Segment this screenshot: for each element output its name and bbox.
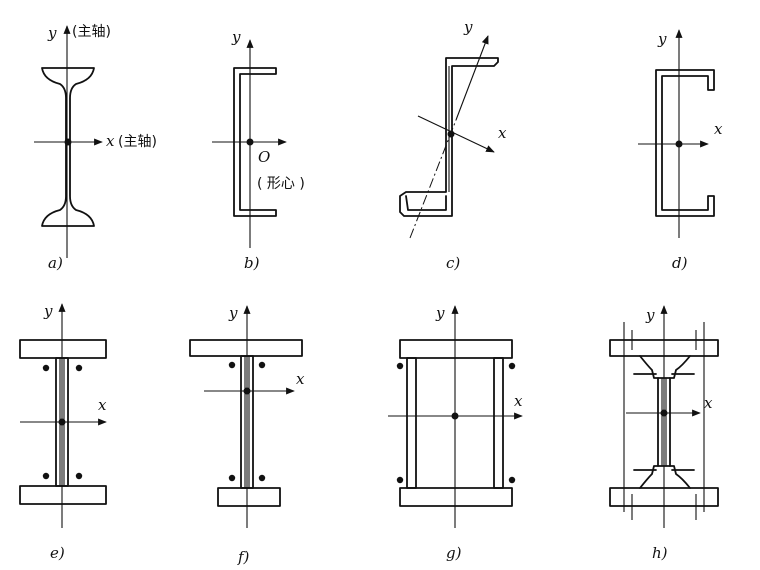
caption-c: c) (446, 254, 460, 272)
x-axis-label-h: x (704, 394, 713, 412)
section-c-z-section: y x c) (399, 18, 507, 272)
principal-axis-note-y: (主轴) (72, 24, 111, 40)
section-g-box: y x g) (388, 304, 523, 562)
section-d-lipped-channel: y x d) (638, 29, 723, 272)
z-section-outline (399, 57, 499, 217)
bottom-angles-h (633, 465, 695, 489)
y-axis-label-a: y (47, 24, 57, 42)
bottom-flange-e (19, 485, 107, 505)
centroid-dot-b (246, 138, 254, 146)
caption-e: e) (50, 544, 65, 562)
y-axis-label-b: y (231, 28, 241, 46)
y-axis-c-line (409, 119, 457, 239)
lipped-channel-outline (655, 69, 715, 217)
centroid-dot-d (675, 140, 683, 148)
centroid-dot-g (451, 412, 459, 420)
channel-outline-b (233, 67, 277, 217)
section-b-channel: y O ( 形心 ) b) (212, 28, 305, 272)
section-a-i-beam: y (主轴) x (主轴) a) (34, 24, 157, 272)
centroid-dot-c (447, 130, 455, 138)
top-flange-e (19, 339, 107, 359)
bottom-flange-f (217, 487, 281, 507)
y-axis-label-c: y (463, 18, 473, 36)
top-flange-f (189, 339, 303, 357)
caption-f: f) (237, 548, 250, 566)
x-axis-label-a: x (106, 132, 115, 150)
caption-b: b) (244, 254, 260, 272)
bottom-plate-g (399, 487, 513, 507)
x-axis-label-f: x (296, 370, 305, 388)
section-h-riveted-girder: y x h) (609, 305, 719, 562)
caption-a: a) (48, 254, 63, 272)
top-plate-g (399, 339, 513, 359)
centroid-note: ( 形心 ) (257, 176, 305, 192)
origin-label-o: O (258, 148, 270, 166)
x-axis-label-c: x (498, 124, 507, 142)
x-axis-c (417, 115, 495, 153)
x-axis-label-d: x (714, 120, 723, 138)
y-axis-label-f: y (228, 304, 238, 322)
y-axis-label-e: y (43, 302, 53, 320)
top-angles-h (633, 355, 695, 379)
centroid-dot-a (64, 138, 72, 146)
x-axis-label-e: x (98, 396, 107, 414)
section-e-built-up-i: y x e) (19, 302, 107, 562)
i-beam-outline (41, 67, 95, 227)
y-axis-label-d: y (657, 30, 667, 48)
caption-d: d) (672, 254, 688, 272)
principal-axis-note-x: (主轴) (118, 134, 157, 150)
y-axis-label-h: y (645, 306, 655, 324)
centroid-dot-f (243, 387, 251, 395)
section-f-unequal-flange-i: y x f) (189, 304, 305, 566)
left-web-g (406, 357, 417, 489)
centroid-dot-h (660, 409, 668, 417)
x-axis-label-g: x (514, 392, 523, 410)
y-axis-c (455, 35, 489, 121)
right-web-g (493, 357, 504, 489)
caption-g: g) (446, 544, 462, 562)
centroid-dot-e (58, 418, 66, 426)
y-axis-label-g: y (435, 304, 445, 322)
caption-h: h) (652, 544, 668, 562)
